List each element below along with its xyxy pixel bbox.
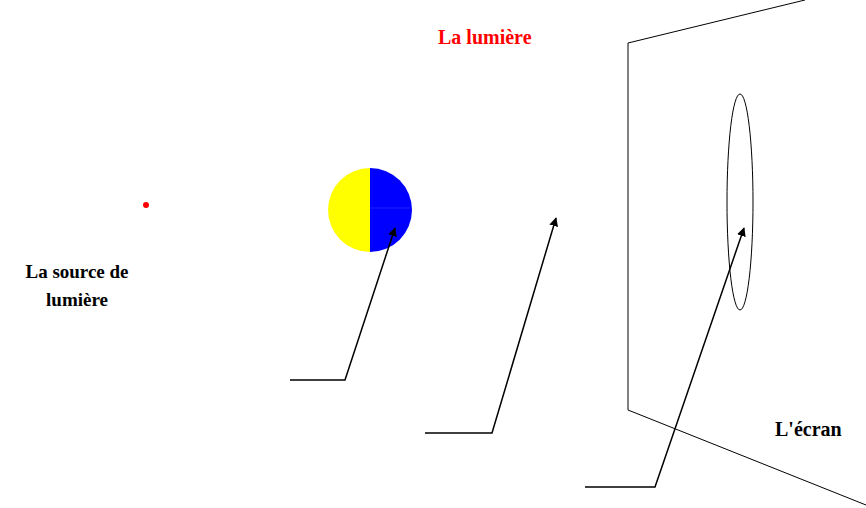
- leader-line: [290, 228, 395, 380]
- part-label: La source de lumière: [2, 258, 152, 313]
- shadow-ellipse: [727, 94, 753, 310]
- leader-line: [425, 218, 556, 433]
- leader-line: [585, 228, 744, 487]
- light-source-dot: [143, 202, 149, 208]
- object-sphere: [328, 168, 412, 252]
- diagram-title: La lumière: [438, 26, 532, 49]
- screen-label: L'écran: [775, 418, 842, 441]
- screen-panel: L'écran: [600, 0, 866, 508]
